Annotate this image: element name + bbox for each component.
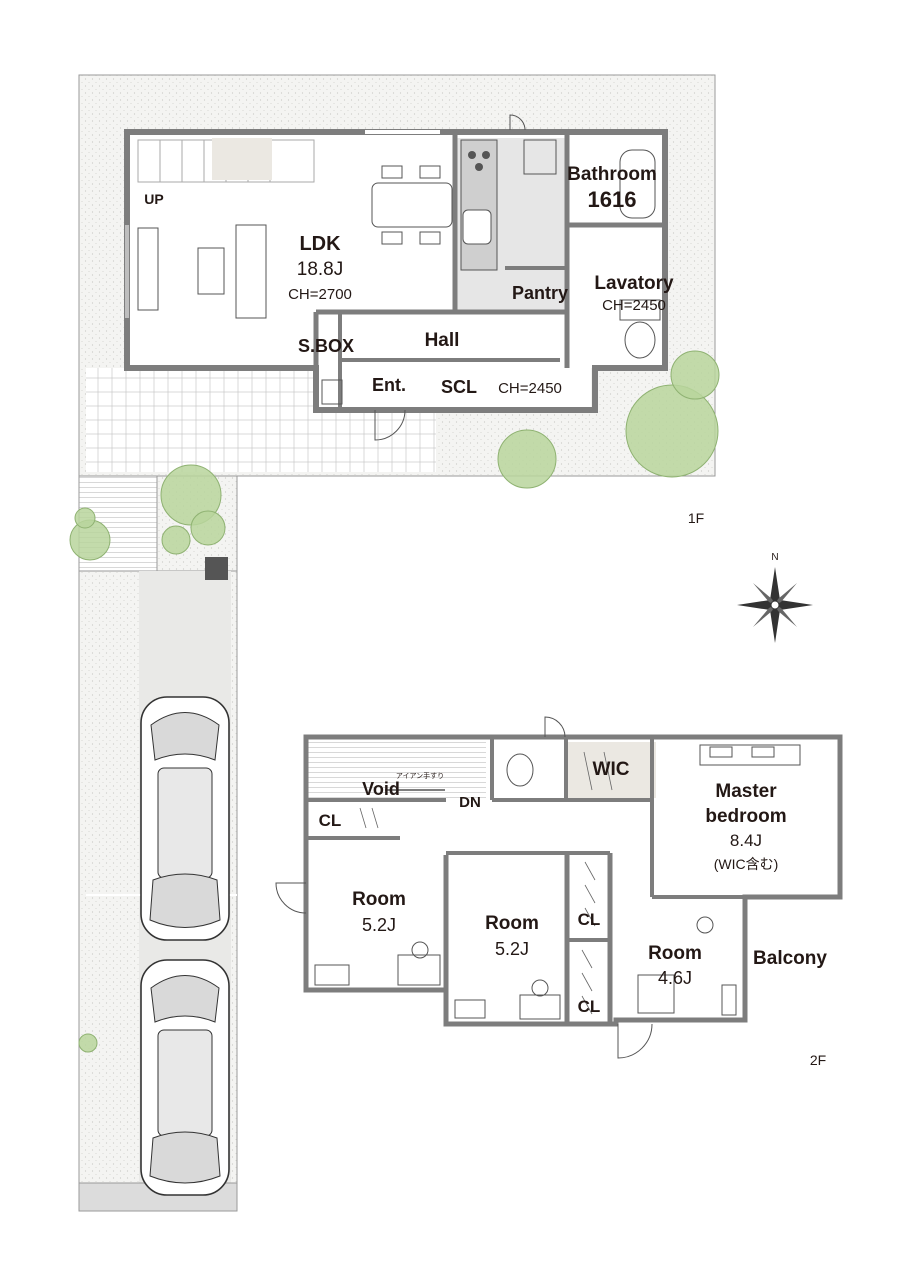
- car-icon: [140, 959, 230, 1196]
- toilet-icon: [624, 321, 656, 359]
- stair-dn-label: DN: [459, 794, 481, 811]
- master-bedroom-size: 8.4J: [730, 831, 762, 850]
- sink-icon: [462, 209, 492, 245]
- iron-rail-label: アイアン手すり: [396, 771, 444, 780]
- ldk-label: LDK: [299, 233, 341, 255]
- room-a-label: Room: [352, 889, 406, 910]
- lavatory-label: Lavatory: [594, 273, 674, 294]
- room-c-label: Room: [648, 943, 702, 964]
- closet-left-label: CL: [319, 811, 342, 830]
- stair-up-label: UP: [144, 191, 163, 207]
- closet-mid-bottom-label: CL: [578, 997, 601, 1016]
- room-b-label: Room: [485, 913, 539, 934]
- room-a-size: 5.2J: [362, 915, 396, 935]
- building-1f: [124, 114, 668, 441]
- scl-label: SCL: [441, 377, 477, 397]
- bathroom-size: 1616: [588, 187, 637, 212]
- floor-1f-label: 1F: [688, 510, 704, 526]
- pantry-label: Pantry: [512, 283, 568, 303]
- car-icon: [140, 696, 230, 941]
- toilet-icon: [506, 753, 534, 787]
- floor-2f-label: 2F: [810, 1052, 826, 1068]
- ldk-size: 18.8J: [297, 259, 343, 280]
- labels-1f: LDK 18.8J CH=2700 Bathroom 1616 Lavatory…: [144, 164, 704, 526]
- building-2f: [275, 716, 843, 1059]
- room-c-size: 4.6J: [658, 968, 692, 988]
- compass-north-label: N: [771, 552, 778, 563]
- bathroom-label: Bathroom: [567, 164, 657, 185]
- lavatory-ceiling: CH=2450: [602, 297, 666, 314]
- compass-rose-icon: [737, 567, 813, 643]
- balcony-label: Balcony: [753, 948, 827, 969]
- stove-icon: [468, 151, 476, 159]
- sbox-label: S.BOX: [298, 336, 354, 356]
- tree-icon: [69, 350, 720, 1053]
- void-label: Void: [362, 779, 400, 799]
- room-b-size: 5.2J: [495, 939, 529, 959]
- bathtub-icon: [619, 149, 656, 219]
- labels-2f: Void アイアン手すり DN WIC Master bedroom 8.4J …: [319, 759, 828, 1068]
- master-bedroom-label-line1: Master: [715, 781, 777, 802]
- ldk-ceiling: CH=2700: [288, 286, 352, 303]
- master-bedroom-label-line2: bedroom: [705, 806, 786, 827]
- scl-ceiling: CH=2450: [498, 380, 562, 397]
- closet-mid-top-label: CL: [578, 910, 601, 929]
- wic-label: WIC: [593, 759, 630, 780]
- entrance-label: Ent.: [372, 375, 406, 395]
- hall-label: Hall: [425, 330, 460, 351]
- master-bedroom-note: (WIC含む): [714, 856, 779, 872]
